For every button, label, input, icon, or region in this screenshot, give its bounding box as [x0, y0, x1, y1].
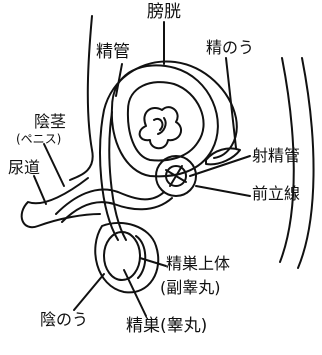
penis-pointer	[44, 144, 64, 186]
body-contour-line	[70, 16, 93, 180]
bladder-content-detail	[154, 118, 166, 134]
urethra-pointer	[34, 176, 46, 204]
label-bladder: 膀胱	[147, 4, 181, 21]
urethra-path	[56, 189, 164, 214]
penis-shaft	[22, 178, 100, 227]
label-epididymis: 精巣上体	[166, 256, 230, 272]
label-ejaculatory-duct: 射精管	[252, 148, 300, 164]
back-contour-line-2	[298, 58, 314, 268]
label-urethra: 尿道	[8, 160, 40, 176]
bladder-content	[140, 107, 181, 148]
label-scrotum: 陰のう	[40, 312, 88, 328]
label-penis-reading: (ペニス)	[16, 133, 61, 145]
prostate-pointer	[196, 186, 250, 196]
seminal-vesicle-pointer	[226, 58, 236, 148]
label-testis: 精巣(睾丸)	[126, 318, 207, 335]
scrotum-pointer	[74, 274, 104, 310]
testis-shape	[104, 232, 140, 280]
label-vas-deferens: 精管	[96, 44, 130, 61]
vas-deferens-line-2	[109, 112, 126, 240]
label-penis: 陰茎	[34, 114, 66, 130]
label-prostate: 前立線	[252, 186, 300, 202]
label-epididymis-alt: (副睾丸)	[160, 280, 221, 296]
label-seminal-vesicle: 精のう	[206, 40, 254, 56]
